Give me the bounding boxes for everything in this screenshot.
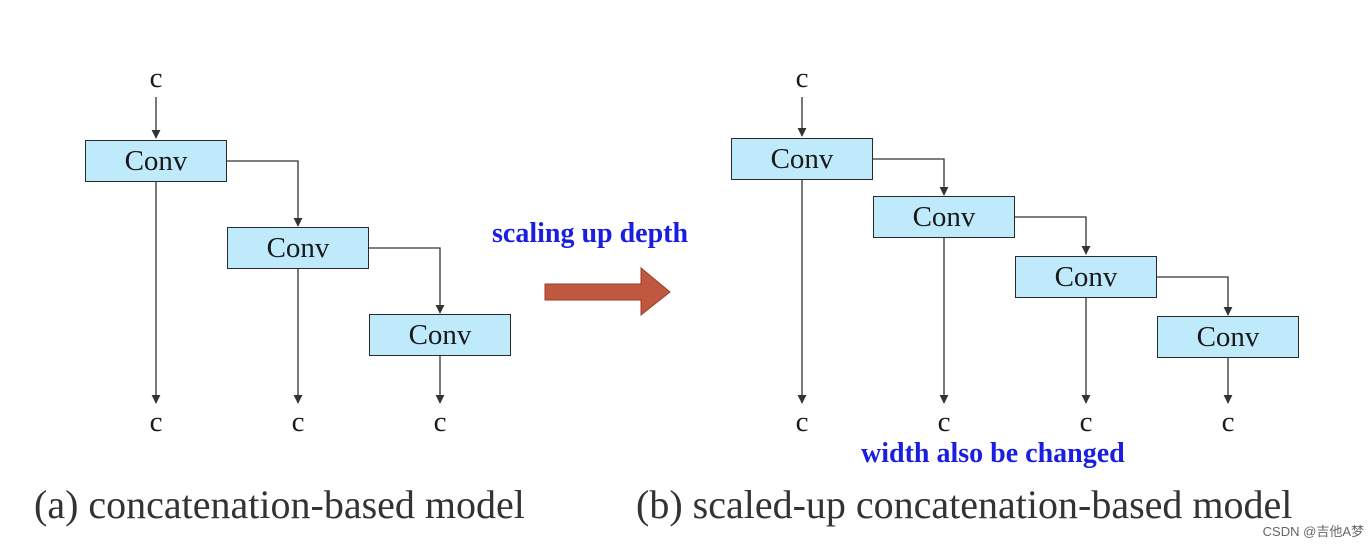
- cascade-arrow: [369, 247, 445, 314]
- output-label: c: [1079, 406, 1093, 438]
- conv-block: Conv: [369, 314, 511, 356]
- output-label: c: [291, 406, 305, 438]
- scaling-arrow: [544, 266, 671, 317]
- watermark: CSDN @吉他A梦: [1262, 524, 1364, 539]
- caption-b: (b) scaled-up concatenation-based model: [636, 482, 1293, 527]
- output-label: c: [149, 406, 163, 438]
- cascade-arrow: [1157, 276, 1233, 316]
- input-label: c: [795, 62, 809, 94]
- input-label: c: [149, 62, 163, 94]
- conv-block: Conv: [873, 196, 1015, 238]
- conv-block: Conv: [1015, 256, 1157, 298]
- cascade-arrow: [873, 158, 949, 196]
- output-label: c: [795, 406, 809, 438]
- output-label: c: [937, 406, 951, 438]
- diagram-a-connectors: [151, 97, 445, 404]
- width-note: width also be changed: [861, 438, 1125, 469]
- cascade-arrow: [1015, 216, 1091, 255]
- diagram-b-connectors: [797, 97, 1233, 404]
- output-label: c: [433, 406, 447, 438]
- caption-a: (a) concatenation-based model: [34, 482, 525, 527]
- output-label: c: [1221, 406, 1235, 438]
- cascade-arrow: [227, 160, 303, 227]
- scaling-label: scaling up depth: [492, 218, 689, 249]
- conv-block: Conv: [85, 140, 227, 182]
- conv-block: Conv: [731, 138, 873, 180]
- conv-block: Conv: [1157, 316, 1299, 358]
- conv-block: Conv: [227, 227, 369, 269]
